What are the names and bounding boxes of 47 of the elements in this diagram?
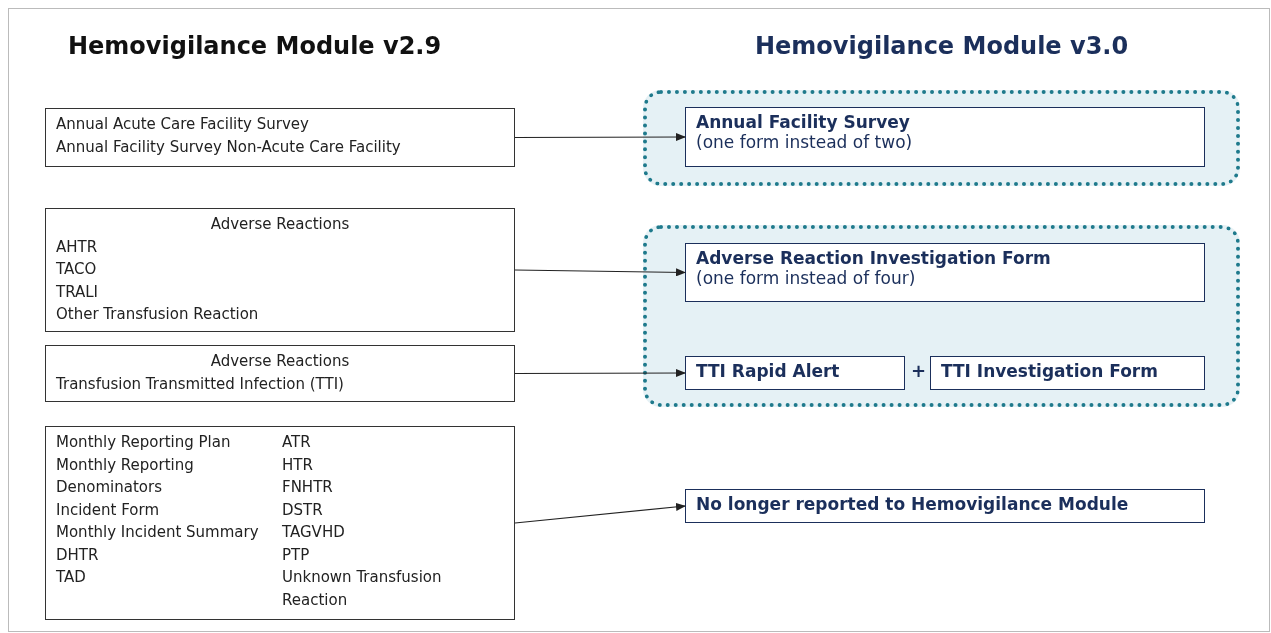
form-list-box [45, 108, 515, 167]
dotted-group-box [643, 90, 1240, 186]
form-name: Adverse Reaction Investigation Form [696, 248, 1052, 268]
form-name: Annual Facility Survey Non-Acute Care Facility [56, 136, 402, 158]
form-box [930, 356, 1205, 390]
form-name: Annual Acute Care Facility Survey [56, 114, 310, 135]
form-name: TAD [56, 567, 87, 588]
form-name: Other Transfusion Reaction [56, 304, 260, 325]
arrow [514, 369, 686, 378]
form-list-box [45, 426, 515, 620]
form-name: Monthly Reporting Plan [56, 432, 232, 453]
form-name: Incident Form [56, 499, 161, 521]
section-heading: Adverse Reactions [209, 351, 351, 372]
form-name: AHTR [56, 236, 99, 258]
column-heading: Hemovigilance Module v2.9 [68, 32, 442, 60]
form-list-box [45, 345, 515, 402]
section-heading: Adverse Reactions [209, 214, 351, 235]
form-name: TAGVHD [282, 522, 346, 543]
form-name: TACO [56, 259, 98, 280]
form-name: Unknown Transfusion Reaction [282, 567, 443, 611]
form-name: TTI Investigation Form [941, 361, 1159, 381]
form-name: DSTR [282, 499, 324, 521]
form-name: Monthly Reporting Denominators [56, 454, 195, 498]
plus-sign: + [911, 360, 927, 381]
form-name: ATR [282, 432, 312, 453]
form-name: TTI Rapid Alert [696, 361, 841, 381]
form-name: Monthly Incident Summary [56, 522, 260, 543]
form-name: FNHTR [282, 477, 334, 498]
form-name: No longer reported to Hemovigilance Module [696, 494, 1130, 514]
form-box [685, 489, 1205, 523]
arrow [514, 133, 686, 142]
form-name: HTR [282, 454, 314, 476]
dotted-group-box [643, 225, 1240, 407]
form-note: (one form instead of four) [696, 268, 917, 288]
arrow [514, 268, 686, 277]
form-box [685, 107, 1205, 167]
form-box [685, 243, 1205, 302]
arrow [514, 502, 686, 524]
form-name: Annual Facility Survey [696, 112, 911, 132]
form-name: PTP [282, 544, 311, 566]
form-list-box [45, 208, 515, 332]
form-note: (one form instead of two) [696, 132, 914, 152]
form-name: Transfusion Transmitted Infection (TTI) [56, 373, 345, 395]
form-name: DHTR [56, 544, 100, 566]
form-box [685, 356, 905, 390]
form-name: TRALI [56, 281, 100, 303]
column-heading: Hemovigilance Module v3.0 [755, 32, 1129, 60]
